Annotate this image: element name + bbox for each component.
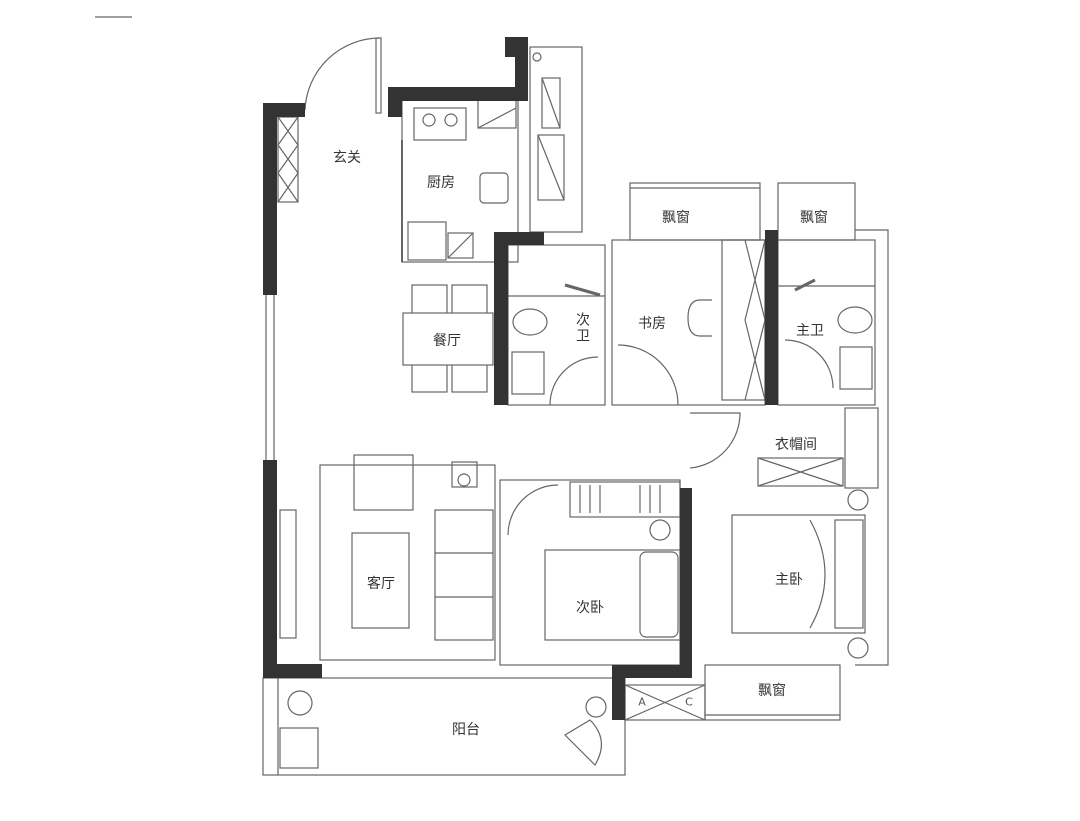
master-bed xyxy=(731,514,866,634)
room-label-bay-window-master-bath: 飘窗 xyxy=(800,210,828,226)
closet xyxy=(844,407,879,489)
living-room-outline xyxy=(319,464,496,661)
walls xyxy=(263,37,778,720)
room-label-entrance: 玄关 xyxy=(333,150,361,166)
basin xyxy=(511,351,545,395)
room-label-cloakroom: 衣帽间 xyxy=(775,437,817,453)
room-label-bay-window-study: 飘窗 xyxy=(662,210,690,226)
ac-mark-a: A xyxy=(638,695,646,709)
room-label-balcony: 阳台 xyxy=(452,722,480,738)
room-label-master-bedroom: 主卧 xyxy=(775,572,803,588)
wardrobe xyxy=(569,481,681,518)
armchair xyxy=(353,454,414,511)
room-label-bay-window-master-bedroom: 飘窗 xyxy=(758,683,786,699)
room-label-dining: 餐厅 xyxy=(433,333,461,349)
room-label-master-bath: 主卫 xyxy=(796,323,824,339)
coffee-table xyxy=(351,532,410,629)
room-label-second-bath: 次卫 xyxy=(574,312,590,344)
bay-window-study xyxy=(629,182,761,241)
room-label-kitchen: 厨房 xyxy=(427,175,455,191)
second-bath-door-swing xyxy=(549,356,599,406)
tv-cabinet xyxy=(279,509,297,639)
bay-window-master-bedroom xyxy=(704,664,841,721)
balcony-outline xyxy=(262,677,626,776)
room-label-study: 书房 xyxy=(638,316,666,332)
toilet xyxy=(512,308,548,336)
room-label-second-bedroom: 次卧 xyxy=(576,600,604,616)
room-label-living: 客厅 xyxy=(367,576,395,592)
dining-table xyxy=(402,312,494,366)
second-bed xyxy=(544,549,681,641)
entrance-door-swing xyxy=(304,37,381,111)
sofa xyxy=(434,509,494,641)
master-bath-outline xyxy=(777,239,876,406)
study-door-swing xyxy=(617,344,679,406)
bay-window-master-bath xyxy=(777,182,856,241)
ac-mark-c: C xyxy=(685,695,693,709)
study-chair xyxy=(687,299,712,337)
stove xyxy=(413,107,467,141)
kitchen-sink xyxy=(479,172,509,204)
